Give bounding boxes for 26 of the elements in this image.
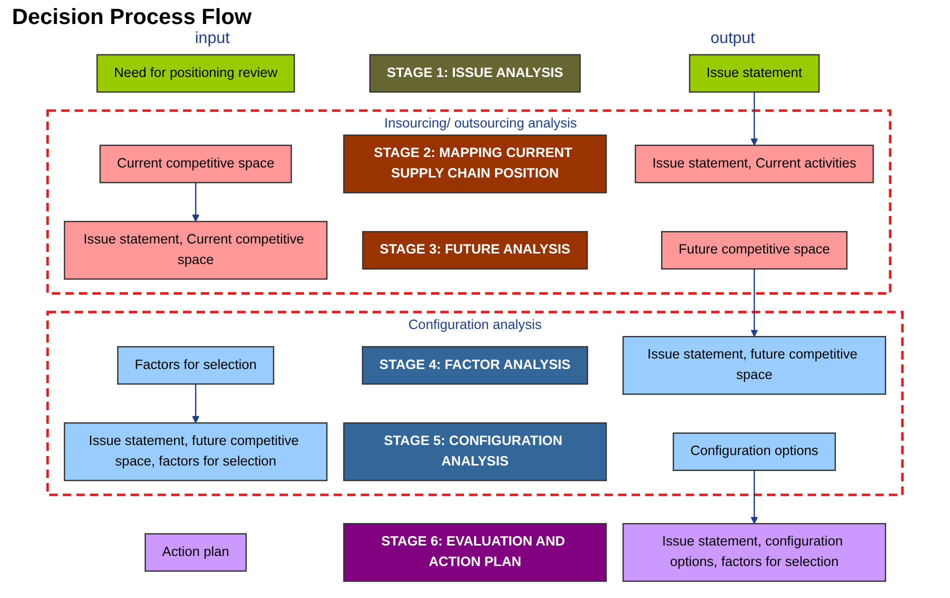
- arrow: [192, 182, 200, 222]
- node-box: STAGE 3: FUTURE ANALYSIS: [362, 231, 588, 270]
- node-box: Issue statement, Current competitive space: [64, 220, 328, 280]
- node-box: Issue statement, configuration options, factors for selection: [622, 523, 886, 582]
- arrow: [750, 268, 758, 337]
- node-box: Issue statement, future competitive space: [622, 336, 886, 395]
- node-box: STAGE 4: FACTOR ANALYSIS: [362, 346, 588, 385]
- node-box: STAGE 6: EVALUATION AND ACTION PLAN: [343, 523, 607, 582]
- arrow: [750, 470, 758, 524]
- arrow: [192, 384, 200, 424]
- node-box: Issue statement, future competitive space, factors for selection: [64, 422, 328, 482]
- column-heading: output: [710, 30, 755, 48]
- node-box: STAGE 5: CONFIGURATION ANALYSIS: [343, 422, 607, 482]
- column-heading: input: [195, 30, 230, 48]
- node-box: Configuration options: [672, 432, 836, 471]
- node-box: Need for positioning review: [96, 54, 295, 93]
- node-box: STAGE 2: MAPPING CURRENT SUPPLY CHAIN POSITION: [343, 134, 607, 194]
- diagram-title: Decision Process Flow: [12, 4, 253, 30]
- node-box: Issue statement, Current activities: [634, 144, 874, 184]
- node-box: Current competitive space: [99, 144, 292, 184]
- arrow: [750, 92, 758, 146]
- node-box: Future competitive space: [661, 231, 848, 270]
- node-box: Factors for selection: [117, 346, 274, 385]
- node-box: STAGE 1: ISSUE ANALYSIS: [369, 54, 581, 93]
- node-box: Issue statement: [688, 54, 820, 93]
- node-box: Action plan: [144, 533, 247, 572]
